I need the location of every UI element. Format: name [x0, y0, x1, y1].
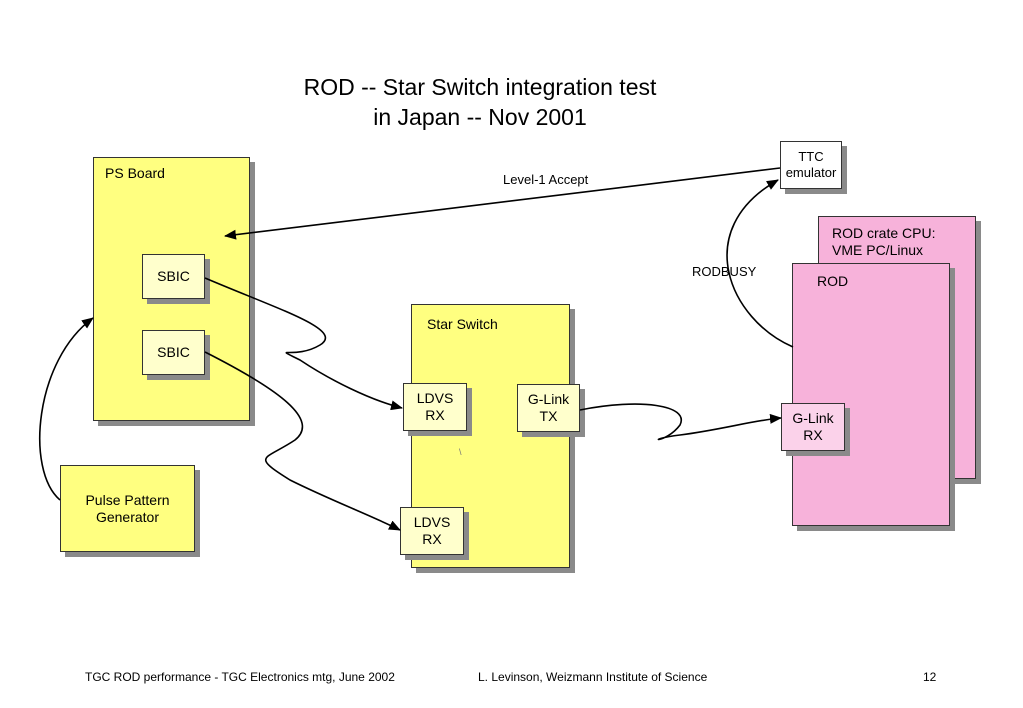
ps-board-label: PS Board [105, 165, 165, 181]
glink-rx: G-Link RX [781, 403, 845, 451]
pulse-to-ps-board-arrow [38, 317, 94, 501]
rod-crate-line-1: ROD crate CPU: [832, 225, 936, 241]
ldvs-rx-2: LDVS RX [400, 507, 464, 555]
ttc-emulator: TTC emulator [780, 141, 842, 189]
sbic2-to-ldvs2-cable [204, 351, 401, 531]
pulse-pattern-generator: Pulse Pattern Generator [60, 465, 195, 552]
ttc-line-1: TTC [798, 149, 824, 164]
title-line-2: in Japan -- Nov 2001 [373, 104, 587, 130]
rodbusy-label: RODBUSY [692, 264, 757, 279]
stray-mark: \ [459, 447, 462, 457]
glink-tx-to-rx-cable [579, 403, 782, 441]
glink-tx-line-1: G-Link [527, 391, 570, 407]
sbic-1-label: SBIC [157, 268, 190, 284]
glink-rx-line-2: RX [803, 427, 823, 443]
title-line-1: ROD -- Star Switch integration test [303, 74, 657, 100]
ldvs-rx-2-line-1: LDVS [413, 514, 451, 530]
ldvs-rx-1: LDVS RX [403, 383, 467, 431]
level1-accept-arrow [224, 167, 781, 240]
glink-tx-line-2: TX [539, 408, 558, 424]
star-switch-label: Star Switch [427, 316, 498, 332]
sbic-1: SBIC [142, 254, 205, 299]
ps-board: PS Board [93, 157, 250, 421]
glink-rx-line-1: G-Link [792, 410, 834, 426]
page-number: 12 [923, 670, 937, 684]
footer-center: L. Levinson, Weizmann Institute of Scien… [478, 670, 708, 684]
ttc-line-2: emulator [785, 165, 837, 180]
slide-title: ROD -- Star Switch integration test in J… [230, 72, 730, 132]
ldvs-rx-1-line-2: RX [425, 407, 445, 423]
pulse-generator-line-2: Generator [95, 508, 160, 525]
level1-accept-label: Level-1 Accept [503, 172, 589, 187]
sbic-2: SBIC [142, 330, 205, 375]
rodbusy-arrow [726, 179, 794, 348]
ldvs-rx-1-line-1: LDVS [416, 390, 454, 406]
glink-tx: G-Link TX [517, 384, 580, 432]
rod-crate-line-2: VME PC/Linux [832, 242, 924, 258]
ldvs-rx-2-line-2: RX [422, 531, 442, 547]
rod-label: ROD [817, 273, 849, 289]
pulse-generator-line-1: Pulse Pattern [85, 491, 170, 508]
rod-board: ROD [792, 263, 950, 526]
sbic-2-label: SBIC [157, 344, 190, 360]
rod-crate-label: ROD crate CPU: VME PC/Linux [832, 225, 935, 259]
sbic1-to-ldvs1-cable [204, 277, 403, 411]
footer-left: TGC ROD performance - TGC Electronics mt… [85, 670, 395, 684]
